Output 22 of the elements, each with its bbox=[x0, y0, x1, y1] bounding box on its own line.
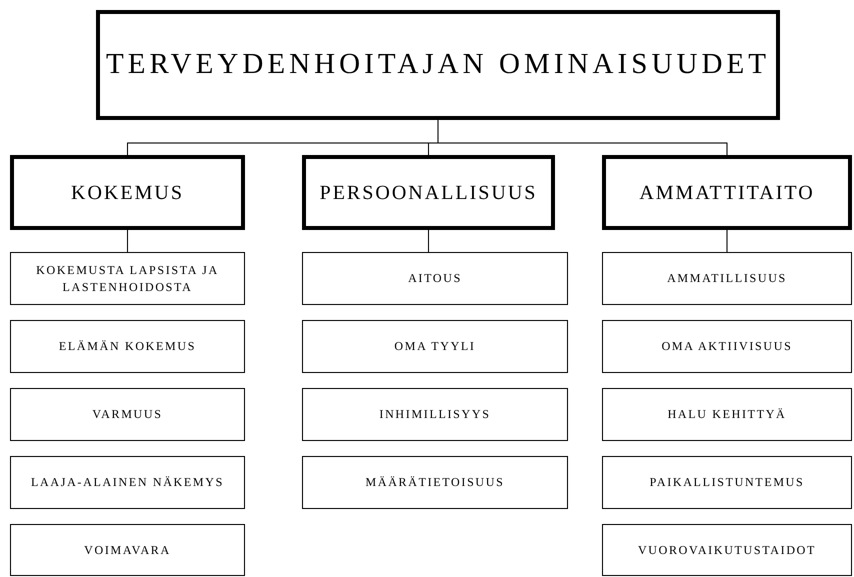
connector-line bbox=[428, 230, 429, 252]
category-box: PERSOONALLISUUS bbox=[302, 155, 555, 230]
title-box: TERVEYDENHOITAJAN OMINAISUUDET bbox=[96, 10, 780, 120]
trait-box: VARMUUS bbox=[10, 388, 245, 441]
trait-box: KOKEMUSTA LAPSISTA JA LASTENHOIDOSTA bbox=[10, 252, 245, 305]
trait-box: OMA AKTIIVISUUS bbox=[602, 320, 852, 373]
trait-box: AMMATILLISUUS bbox=[602, 252, 852, 305]
trait-box: VOIMAVARA bbox=[10, 524, 245, 576]
connector-line bbox=[726, 230, 728, 252]
trait-box: INHIMILLISYYS bbox=[302, 388, 568, 441]
connector-line bbox=[127, 230, 128, 252]
category-box: AMMATTITAITO bbox=[602, 155, 852, 230]
trait-box: ELÄMÄN KOKEMUS bbox=[10, 320, 245, 373]
trait-box: MÄÄRÄTIETOISUUS bbox=[302, 456, 568, 509]
category-box: KOKEMUS bbox=[10, 155, 245, 230]
trait-box: PAIKALLISTUNTEMUS bbox=[602, 456, 852, 509]
connector-line bbox=[438, 120, 728, 156]
trait-box: OMA TYYLI bbox=[302, 320, 568, 373]
trait-box: VUOROVAIKUTUSTAIDOT bbox=[602, 524, 852, 576]
trait-box: AITOUS bbox=[302, 252, 568, 305]
trait-box: LAAJA-ALAINEN NÄKEMYS bbox=[10, 456, 245, 509]
trait-box: HALU KEHITTYÄ bbox=[602, 388, 852, 441]
